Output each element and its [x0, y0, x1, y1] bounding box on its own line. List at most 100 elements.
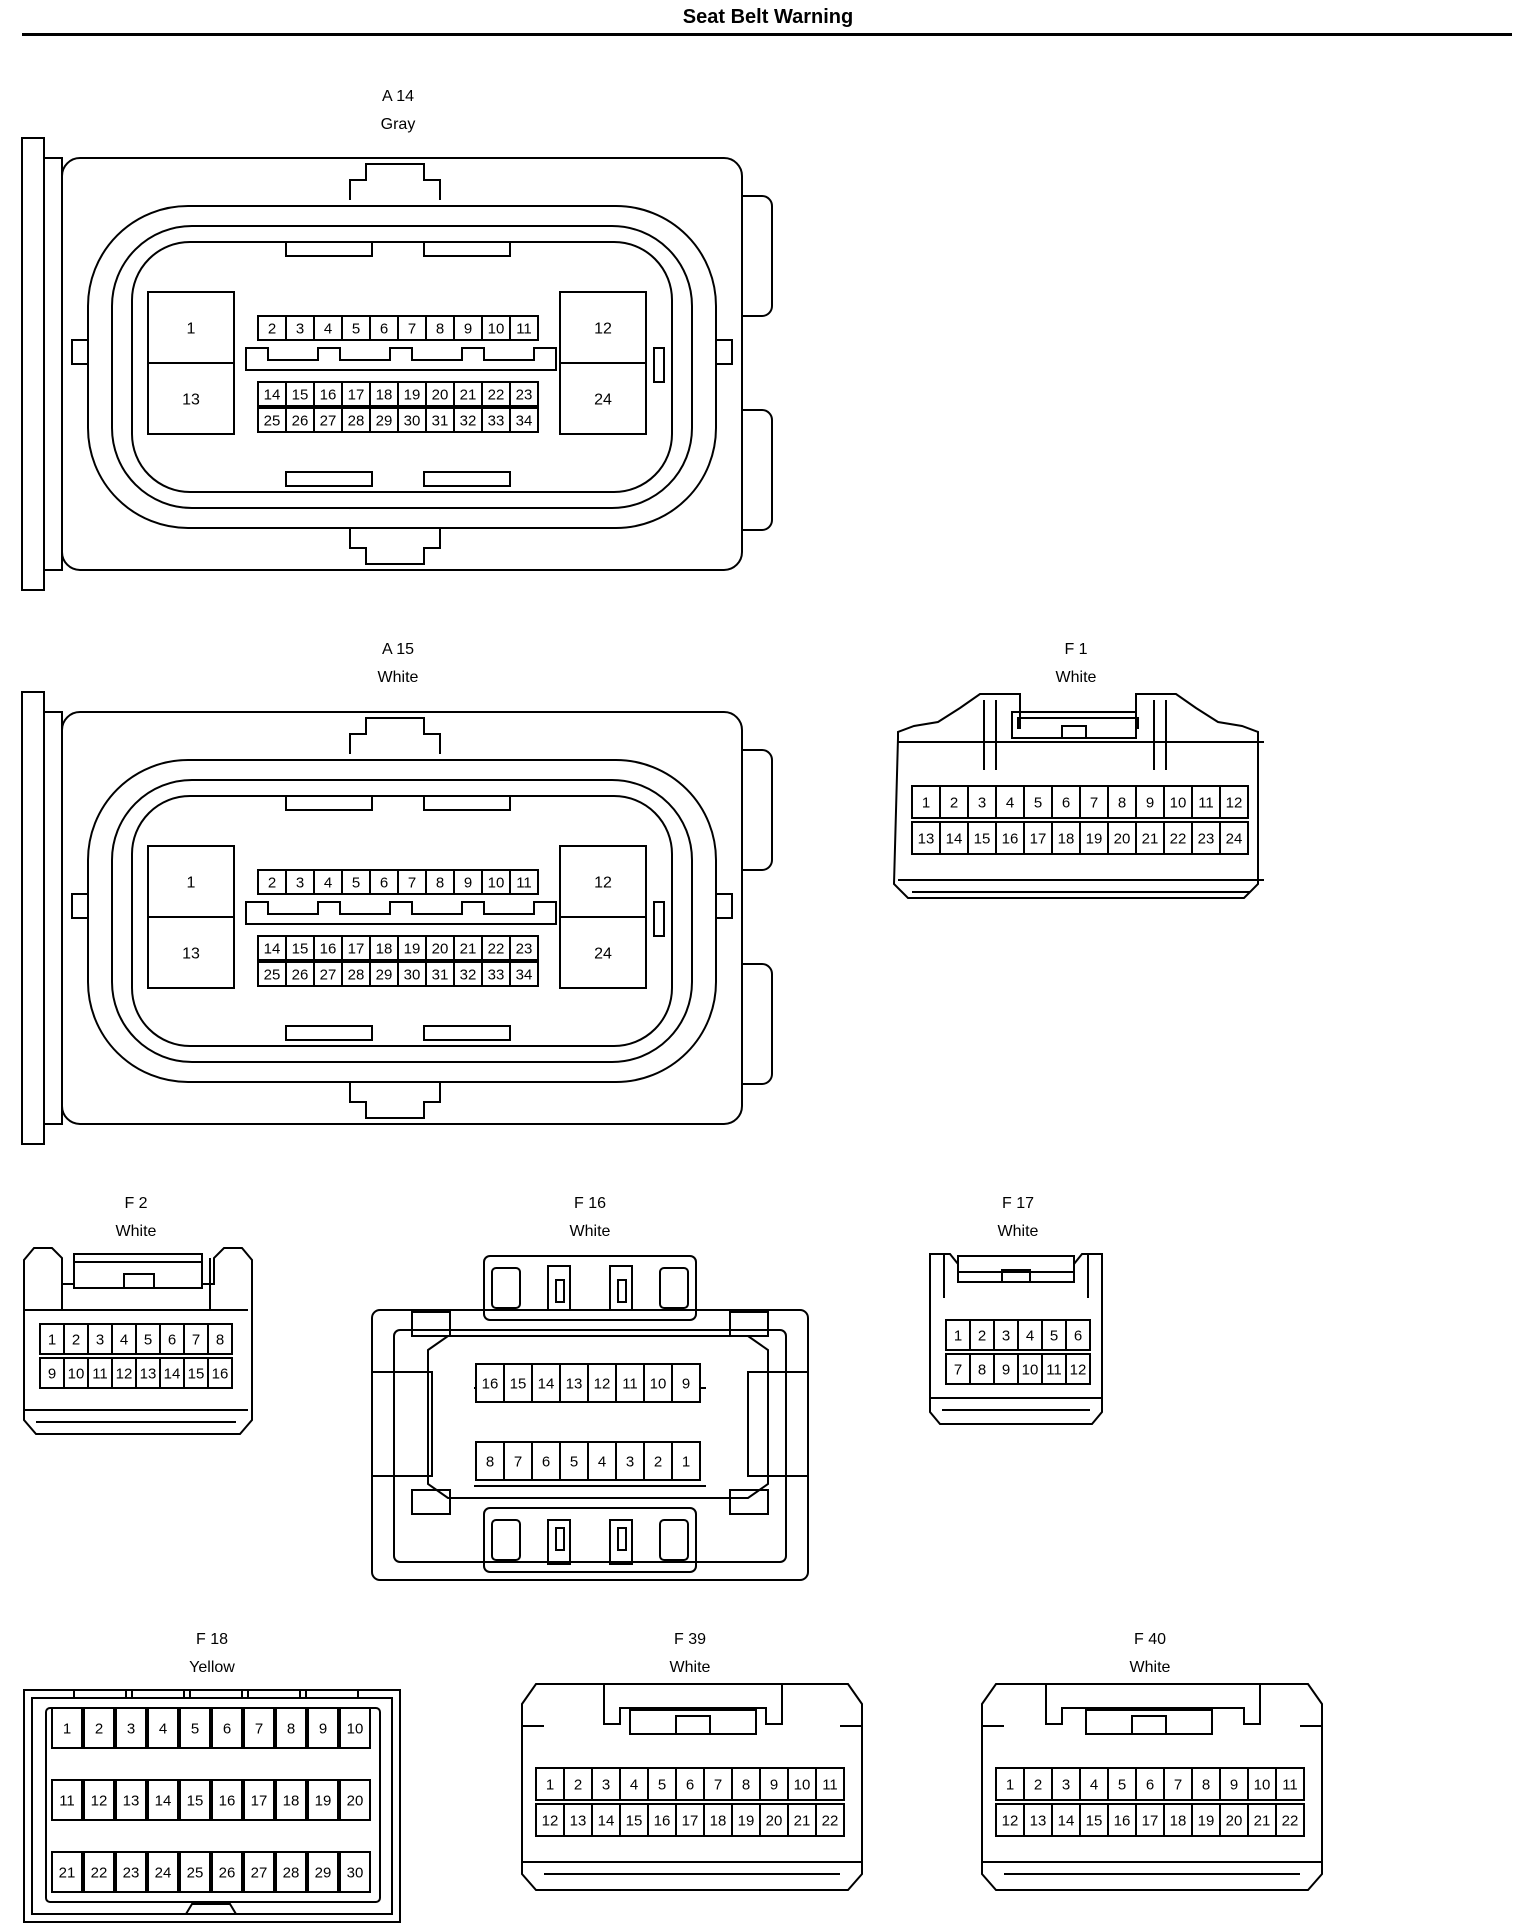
- pin-F16-11-label: 11: [622, 1375, 638, 1392]
- pin-A15-21: 21: [453, 935, 483, 961]
- pin-A15-14-label: 14: [264, 940, 281, 957]
- pin-A14-10-label: 10: [488, 320, 505, 337]
- pin-F40-12: 12: [995, 1803, 1025, 1837]
- pin-F1-19-label: 19: [1086, 830, 1103, 847]
- pin-F18-1-label: 1: [63, 1720, 71, 1737]
- pin-A15-19-label: 19: [404, 940, 421, 957]
- pin-F16-15-label: 15: [510, 1375, 527, 1392]
- pin-A15-13-label: 13: [182, 945, 200, 962]
- pin-F40-7-label: 7: [1174, 1776, 1182, 1793]
- pin-F2-1-label: 1: [48, 1331, 56, 1348]
- pin-A15-17-label: 17: [348, 940, 365, 957]
- pin-F18-10-label: 10: [347, 1720, 364, 1737]
- pin-F18-28: 28: [275, 1851, 307, 1893]
- pin-A14-25-label: 25: [264, 412, 281, 429]
- pin-F2-9-label: 9: [48, 1365, 56, 1382]
- pin-A15-23-label: 23: [516, 940, 533, 957]
- pin-F18-29: 29: [307, 1851, 339, 1893]
- pin-F16-6: 6: [531, 1441, 561, 1481]
- pin-F18-4-label: 4: [159, 1720, 167, 1737]
- pin-A14-33: 33: [481, 407, 511, 433]
- pin-A15-2-label: 2: [268, 874, 276, 891]
- pin-A14-32: 32: [453, 407, 483, 433]
- pin-F1-14-label: 14: [946, 830, 963, 847]
- pin-F18-26: 26: [211, 1851, 243, 1893]
- pin-A15-25: 25: [257, 961, 287, 987]
- pin-F16-11-box: [615, 1363, 645, 1403]
- pin-A15-8-box: [425, 869, 455, 895]
- pin-F39-12-label: 12: [542, 1812, 559, 1829]
- pin-F40-15-label: 15: [1086, 1812, 1103, 1829]
- pin-F39-22-box: [815, 1803, 845, 1837]
- pin-A15-16-label: 16: [320, 940, 337, 957]
- pin-F16-4: 4: [587, 1441, 617, 1481]
- pin-F2-3: 3: [87, 1323, 113, 1355]
- pin-F18-22-label: 22: [91, 1864, 108, 1881]
- pin-F40-13-box: [1023, 1803, 1053, 1837]
- pin-F18-16-box: [211, 1779, 243, 1821]
- pin-F39-13: 13: [563, 1803, 593, 1837]
- pin-A14-12: 12: [559, 291, 647, 364]
- pin-F18-2: 2: [83, 1707, 115, 1749]
- pin-A14-29-label: 29: [376, 412, 393, 429]
- pin-A15-22-label: 22: [488, 940, 505, 957]
- pin-F40-2: 2: [1023, 1767, 1053, 1801]
- pin-A15-17: 17: [341, 935, 371, 961]
- pin-F39-7-label: 7: [714, 1776, 722, 1793]
- pin-F1-17-label: 17: [1030, 830, 1047, 847]
- pin-F40-17: 17: [1135, 1803, 1165, 1837]
- pin-F39-8: 8: [731, 1767, 761, 1801]
- pin-F40-19: 19: [1191, 1803, 1221, 1837]
- pin-A14-18: 18: [369, 381, 399, 407]
- pin-F18-7: 7: [243, 1707, 275, 1749]
- pin-A15-1-box: [147, 845, 235, 918]
- pin-F18-13-box: [115, 1779, 147, 1821]
- pin-F39-16: 16: [647, 1803, 677, 1837]
- pin-A14-24: 24: [559, 362, 647, 435]
- pin-A14-1: 1: [147, 291, 235, 364]
- pin-F18-25-box: [179, 1851, 211, 1893]
- pin-F18-18-label: 18: [283, 1792, 300, 1809]
- pin-A14-31-label: 31: [432, 412, 449, 429]
- pin-F2-8-label: 8: [216, 1331, 224, 1348]
- pin-A15-19: 19: [397, 935, 427, 961]
- connector-F40-color: White: [1130, 1659, 1171, 1676]
- pin-F2-5-label: 5: [144, 1331, 152, 1348]
- pin-F17-10: 10: [1017, 1353, 1043, 1385]
- pin-F16-3: 3: [615, 1441, 645, 1481]
- pin-A15-30-label: 30: [404, 966, 421, 983]
- pin-F40-18: 18: [1163, 1803, 1193, 1837]
- pin-A14-14-box: [257, 381, 287, 407]
- pin-F17-3: 3: [993, 1319, 1019, 1351]
- pin-F2-4-label: 4: [120, 1331, 128, 1348]
- pin-F17-3-label: 3: [1002, 1327, 1010, 1344]
- pin-A14-27-label: 27: [320, 412, 337, 429]
- pin-A15-12-box: [559, 845, 647, 918]
- pin-A14-13: 13: [147, 362, 235, 435]
- pin-F2-1: 1: [39, 1323, 65, 1355]
- pin-A14-17: 17: [341, 381, 371, 407]
- pin-F18-23-label: 23: [123, 1864, 140, 1881]
- pin-F18-10: 10: [339, 1707, 371, 1749]
- pin-F39-5-label: 5: [658, 1776, 666, 1793]
- pin-F39-22-label: 22: [822, 1812, 839, 1829]
- pin-A14-34-box: [509, 407, 539, 433]
- pin-A14-14: 14: [257, 381, 287, 407]
- pin-F18-30: 30: [339, 1851, 371, 1893]
- pin-A14-9: 9: [453, 315, 483, 341]
- pin-A14-15-label: 15: [292, 386, 309, 403]
- pin-A15-2-box: [257, 869, 287, 895]
- pin-F16-9: 9: [671, 1363, 701, 1403]
- pin-F40-19-label: 19: [1198, 1812, 1215, 1829]
- pin-A15-20: 20: [425, 935, 455, 961]
- pin-F16-5-label: 5: [570, 1453, 578, 1470]
- pin-F1-12-box: [1219, 785, 1249, 819]
- pin-F1-20-box: [1107, 821, 1137, 855]
- pin-F40-4-label: 4: [1090, 1776, 1098, 1793]
- pin-F1-23: 23: [1191, 821, 1221, 855]
- pin-F18-28-label: 28: [283, 1864, 300, 1881]
- pin-A14-13-label: 13: [182, 391, 200, 408]
- pin-F18-9: 9: [307, 1707, 339, 1749]
